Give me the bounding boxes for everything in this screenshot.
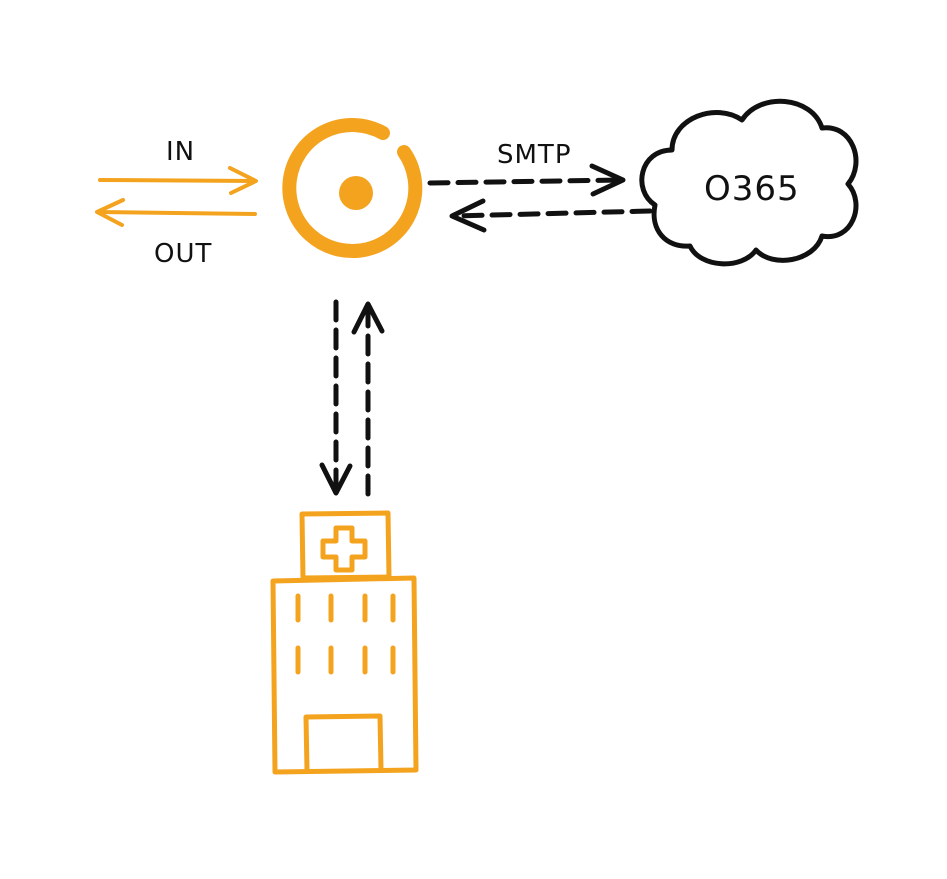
smtp-arrow-to-cloud — [427, 163, 626, 197]
o365-cloud-icon — [639, 98, 859, 267]
out-arrow — [95, 198, 257, 227]
gateway-logo-icon — [282, 118, 423, 259]
cloud-to-gateway-arrow — [449, 198, 653, 233]
cloud-label: O365 — [704, 169, 800, 209]
in-label: IN — [166, 137, 195, 167]
in-arrow — [98, 166, 258, 195]
hospital-building-icon — [270, 510, 419, 775]
smtp-label: SMTP — [497, 140, 572, 170]
building-to-gateway-arrow — [351, 301, 385, 497]
gateway-to-building-arrow — [319, 299, 353, 496]
out-label: OUT — [154, 239, 212, 269]
